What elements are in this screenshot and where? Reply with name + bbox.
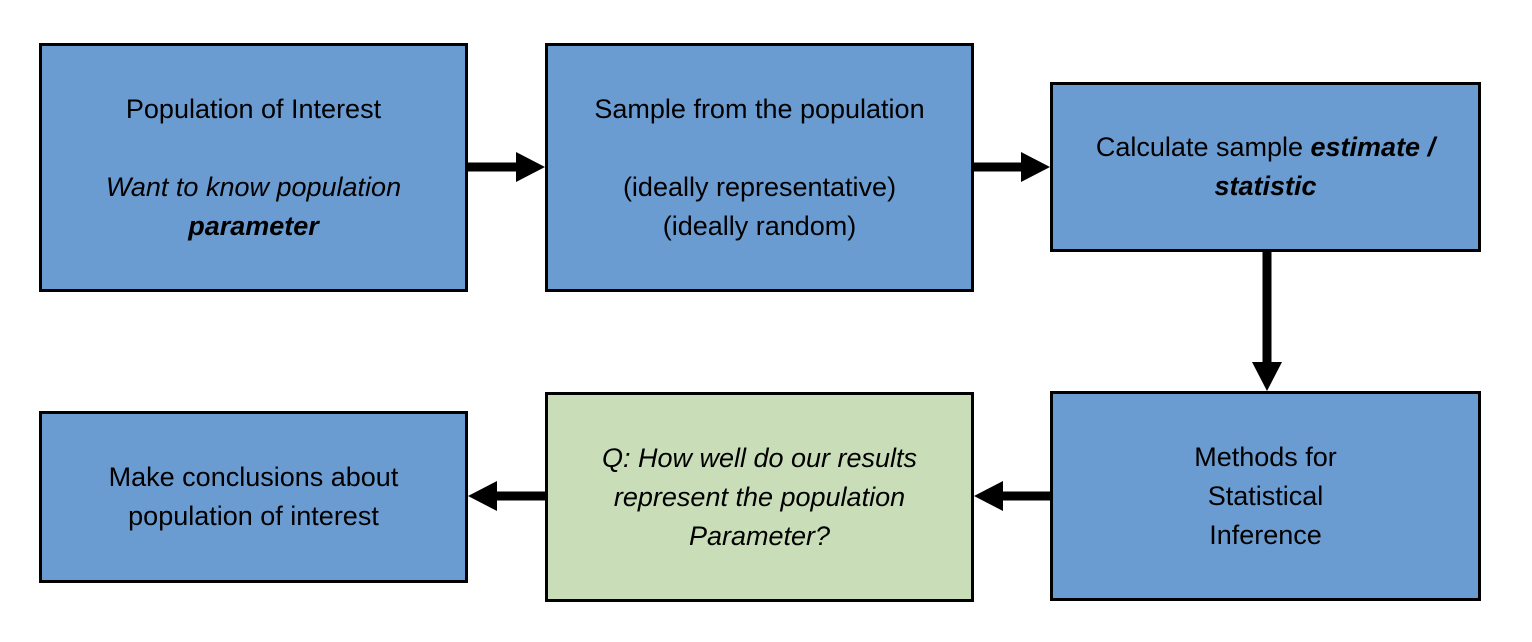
arrow-methods-to-question: [974, 481, 1050, 511]
population-parameter-label: parameter: [188, 210, 319, 241]
estimate-prefix: Calculate sample: [1095, 132, 1311, 162]
sample-representative-line: (ideally representative): [622, 171, 897, 202]
methods-line-2: Statistical: [1207, 480, 1324, 511]
sample-box: Sample from the population (ideally repr…: [545, 43, 974, 292]
arrow-population-to-sample: [468, 152, 545, 182]
population-title: Population of Interest: [125, 93, 382, 124]
conclusions-line-1: Make conclusions about: [108, 462, 399, 492]
statistic-keyword: statistic: [1214, 171, 1317, 201]
conclusions-box: Make conclusions about population of int…: [39, 411, 468, 583]
arrow-estimate-to-methods: [1252, 252, 1282, 391]
question-line-1: Q: How well do our results: [601, 442, 918, 473]
question-line-3: Parameter?: [688, 520, 831, 551]
methods-line-1: Methods for: [1194, 441, 1337, 472]
methods-box: Methods for Statistical Inference: [1050, 391, 1481, 601]
conclusions-line-2: population of interest: [128, 501, 379, 531]
sample-random-line: (ideally random): [662, 210, 857, 241]
population-italic-line: Want to know population: [105, 171, 402, 202]
question-line-2: represent the population: [613, 481, 906, 512]
arrow-sample-to-estimate: [974, 152, 1050, 182]
estimate-line-1: Calculate sample estimate /: [1096, 128, 1435, 167]
question-box: Q: How well do our results represent the…: [545, 392, 974, 602]
arrow-question-to-conclusions: [468, 481, 545, 511]
sample-title: Sample from the population: [594, 93, 925, 124]
estimate-keyword: estimate /: [1310, 132, 1436, 162]
estimate-box: Calculate sample estimate / statistic: [1050, 82, 1481, 252]
methods-line-3: Inference: [1209, 519, 1322, 550]
population-of-interest-box: Population of Interest Want to know popu…: [39, 43, 468, 292]
